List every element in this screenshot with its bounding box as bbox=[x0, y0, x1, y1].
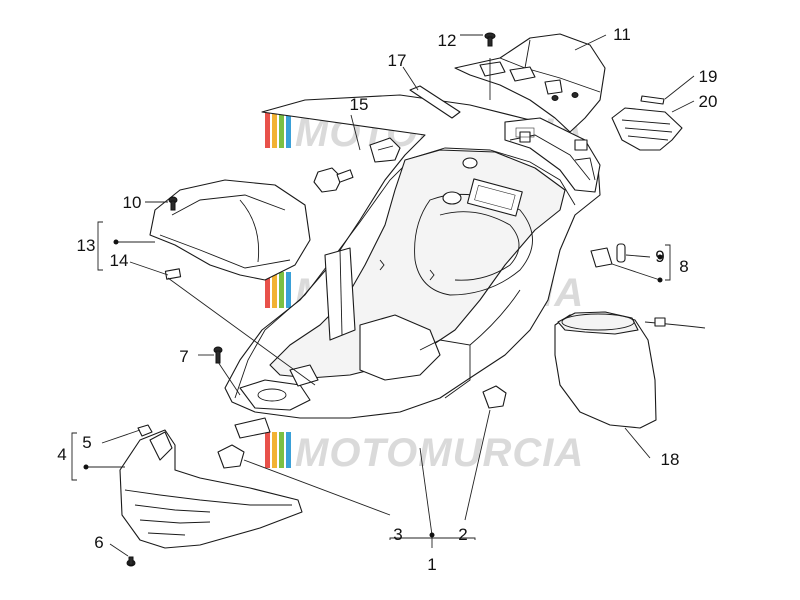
small-bulb-9 bbox=[616, 243, 626, 263]
helmet-compartment bbox=[224, 94, 601, 439]
callout-14: 14 bbox=[110, 251, 129, 270]
callout-11: 11 bbox=[613, 25, 631, 44]
watermark-bottom: MOTOMURCIA bbox=[265, 431, 584, 475]
clip-nut-3 bbox=[217, 444, 245, 469]
clip-5 bbox=[137, 424, 153, 437]
light-bulb-19 bbox=[640, 95, 665, 105]
leader-lines bbox=[71, 34, 695, 557]
callout-9: 9 bbox=[655, 247, 664, 266]
rear-cover bbox=[454, 33, 606, 133]
callout-18: 18 bbox=[661, 450, 680, 469]
callout-20: 20 bbox=[699, 92, 718, 111]
light-housing-20 bbox=[611, 107, 683, 151]
callout-7: 7 bbox=[179, 347, 188, 366]
screw-6 bbox=[126, 556, 136, 567]
leader-dots bbox=[83, 239, 663, 538]
connector-clip bbox=[369, 137, 401, 163]
watermark-text: MOTOMURCIA bbox=[295, 431, 584, 475]
callout-12: 12 bbox=[438, 31, 457, 50]
bolt-15 bbox=[313, 167, 354, 193]
callout-5: 5 bbox=[82, 433, 91, 452]
callout-1: 1 bbox=[427, 555, 436, 574]
screw-10 bbox=[168, 196, 178, 211]
callout-13: 13 bbox=[77, 236, 96, 255]
screw-12 bbox=[484, 32, 496, 47]
callout-6: 6 bbox=[94, 533, 103, 552]
clip-nut-2 bbox=[482, 385, 507, 409]
callout-2: 2 bbox=[458, 525, 467, 544]
sticker-8 bbox=[590, 247, 613, 268]
callout-10: 10 bbox=[123, 193, 142, 212]
screw-7 bbox=[213, 346, 223, 364]
callout-3: 3 bbox=[393, 525, 402, 544]
front-lower-cover bbox=[119, 429, 303, 549]
light-cover bbox=[554, 311, 706, 429]
clip-14 bbox=[164, 268, 182, 280]
callout-19: 19 bbox=[699, 67, 718, 86]
callout-4: 4 bbox=[57, 445, 66, 464]
seat-lid-cover bbox=[149, 179, 311, 281]
callout-8: 8 bbox=[679, 257, 688, 276]
callout-15: 15 bbox=[350, 95, 369, 114]
callout-17: 17 bbox=[388, 51, 407, 70]
